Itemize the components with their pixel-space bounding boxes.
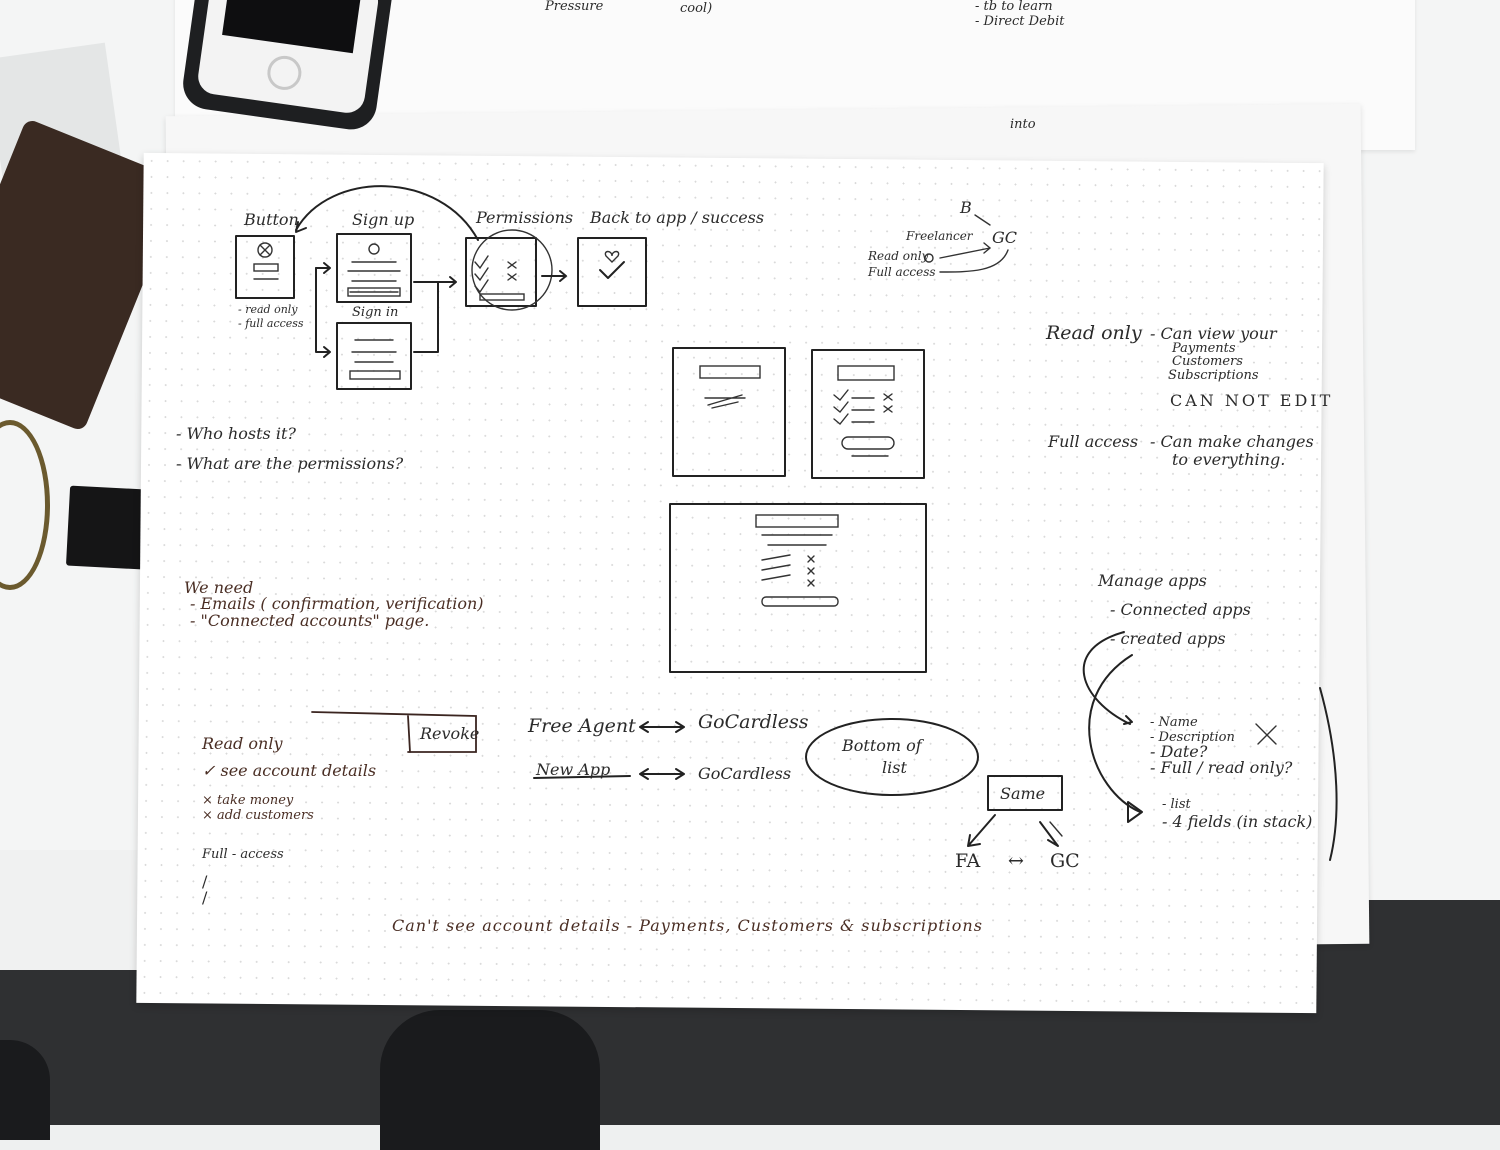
- same-label: Same: [1000, 784, 1046, 803]
- label-permissions: Permissions: [476, 208, 574, 227]
- label-sign-in: Sign in: [352, 305, 399, 320]
- text-into: into: [1010, 117, 1036, 132]
- label-button: Button: [244, 210, 299, 229]
- read-only-desc-4: Subscriptions: [1168, 368, 1259, 383]
- gocardless-label-2: GoCardless: [698, 764, 792, 783]
- question-hosts: - Who hosts it?: [176, 424, 296, 443]
- cannot-edit: CAN NOT EDIT: [1170, 391, 1334, 410]
- label-b: B: [960, 198, 972, 217]
- revoke-label: Revoke: [420, 724, 480, 743]
- full-access-desc-2: to everything.: [1172, 450, 1286, 469]
- new-app-label: New App: [536, 760, 611, 779]
- field-date: - Date?: [1150, 742, 1208, 761]
- read-only-desc-3: Customers: [1172, 354, 1243, 369]
- manage-apps-created: - created apps: [1110, 629, 1226, 648]
- list-label-oval: list: [882, 758, 907, 777]
- we-need-item-accounts-page: - "Connected accounts" page.: [190, 611, 430, 630]
- note-full-access: - full access: [238, 317, 304, 330]
- full-access-desc-1: - Can make changes: [1150, 432, 1314, 451]
- manage-apps-title: Manage apps: [1098, 571, 1207, 590]
- read-only-desc-1: - Can view your: [1150, 324, 1277, 343]
- bl-take-money: × take money: [202, 793, 294, 808]
- label-full-access: Full access: [1048, 432, 1139, 451]
- list-label: - list: [1162, 797, 1191, 812]
- label-back-to-app: Back to app / success: [590, 208, 765, 227]
- list-fields: - 4 fields (in stack): [1162, 812, 1313, 831]
- footer-note: Can't see account details - Payments, Cu…: [392, 916, 983, 935]
- bl-read-only: Read only: [202, 734, 283, 753]
- text-cool: cool): [680, 1, 713, 16]
- phone-face: [195, 0, 381, 116]
- label-read-only-small: Read only: [868, 249, 929, 263]
- text-direct-debit: - Direct Debit: [975, 14, 1065, 29]
- label-sign-up: Sign up: [352, 210, 415, 229]
- field-full-read: - Full / read only?: [1150, 758, 1293, 777]
- text-to-learn: - tb to learn: [975, 0, 1053, 14]
- read-only-desc-2: Payments: [1172, 341, 1236, 356]
- bl-tick-marks: / /: [202, 872, 208, 907]
- fa-gc-arrow: ↔: [1008, 850, 1024, 872]
- manage-apps-connected: - Connected apps: [1110, 600, 1251, 619]
- label-gc-top: GC: [992, 228, 1018, 247]
- field-name: - Name: [1150, 715, 1198, 730]
- phone-home-button: [265, 53, 304, 93]
- note-read-only: - read only: [238, 303, 298, 316]
- gocardless-label-1: GoCardless: [698, 711, 809, 733]
- label-freelancer: Freelancer: [906, 229, 973, 243]
- bottom-of-label: Bottom of: [842, 736, 922, 755]
- field-description: - Description: [1150, 730, 1235, 745]
- question-permissions: - What are the permissions?: [176, 454, 404, 473]
- shoe: [380, 1010, 600, 1150]
- bl-see-account: ✓ see account details: [202, 761, 377, 780]
- label-full-access-small: Full access: [868, 265, 936, 279]
- gc-label-bottom: GC: [1050, 850, 1080, 872]
- free-agent-label: Free Agent: [528, 715, 636, 737]
- fa-label: FA: [955, 850, 981, 872]
- bl-full-access: Full - access: [202, 847, 284, 862]
- phone-screen: [222, 0, 363, 54]
- text-pressure: Pressure: [545, 0, 604, 14]
- shoe-edge: [0, 1040, 50, 1140]
- label-read-only: Read only: [1046, 322, 1142, 344]
- we-need-title: We need: [184, 578, 254, 597]
- we-need-item-emails: - Emails ( confirmation, verification): [190, 594, 484, 613]
- bl-add-customers: × add customers: [202, 808, 314, 823]
